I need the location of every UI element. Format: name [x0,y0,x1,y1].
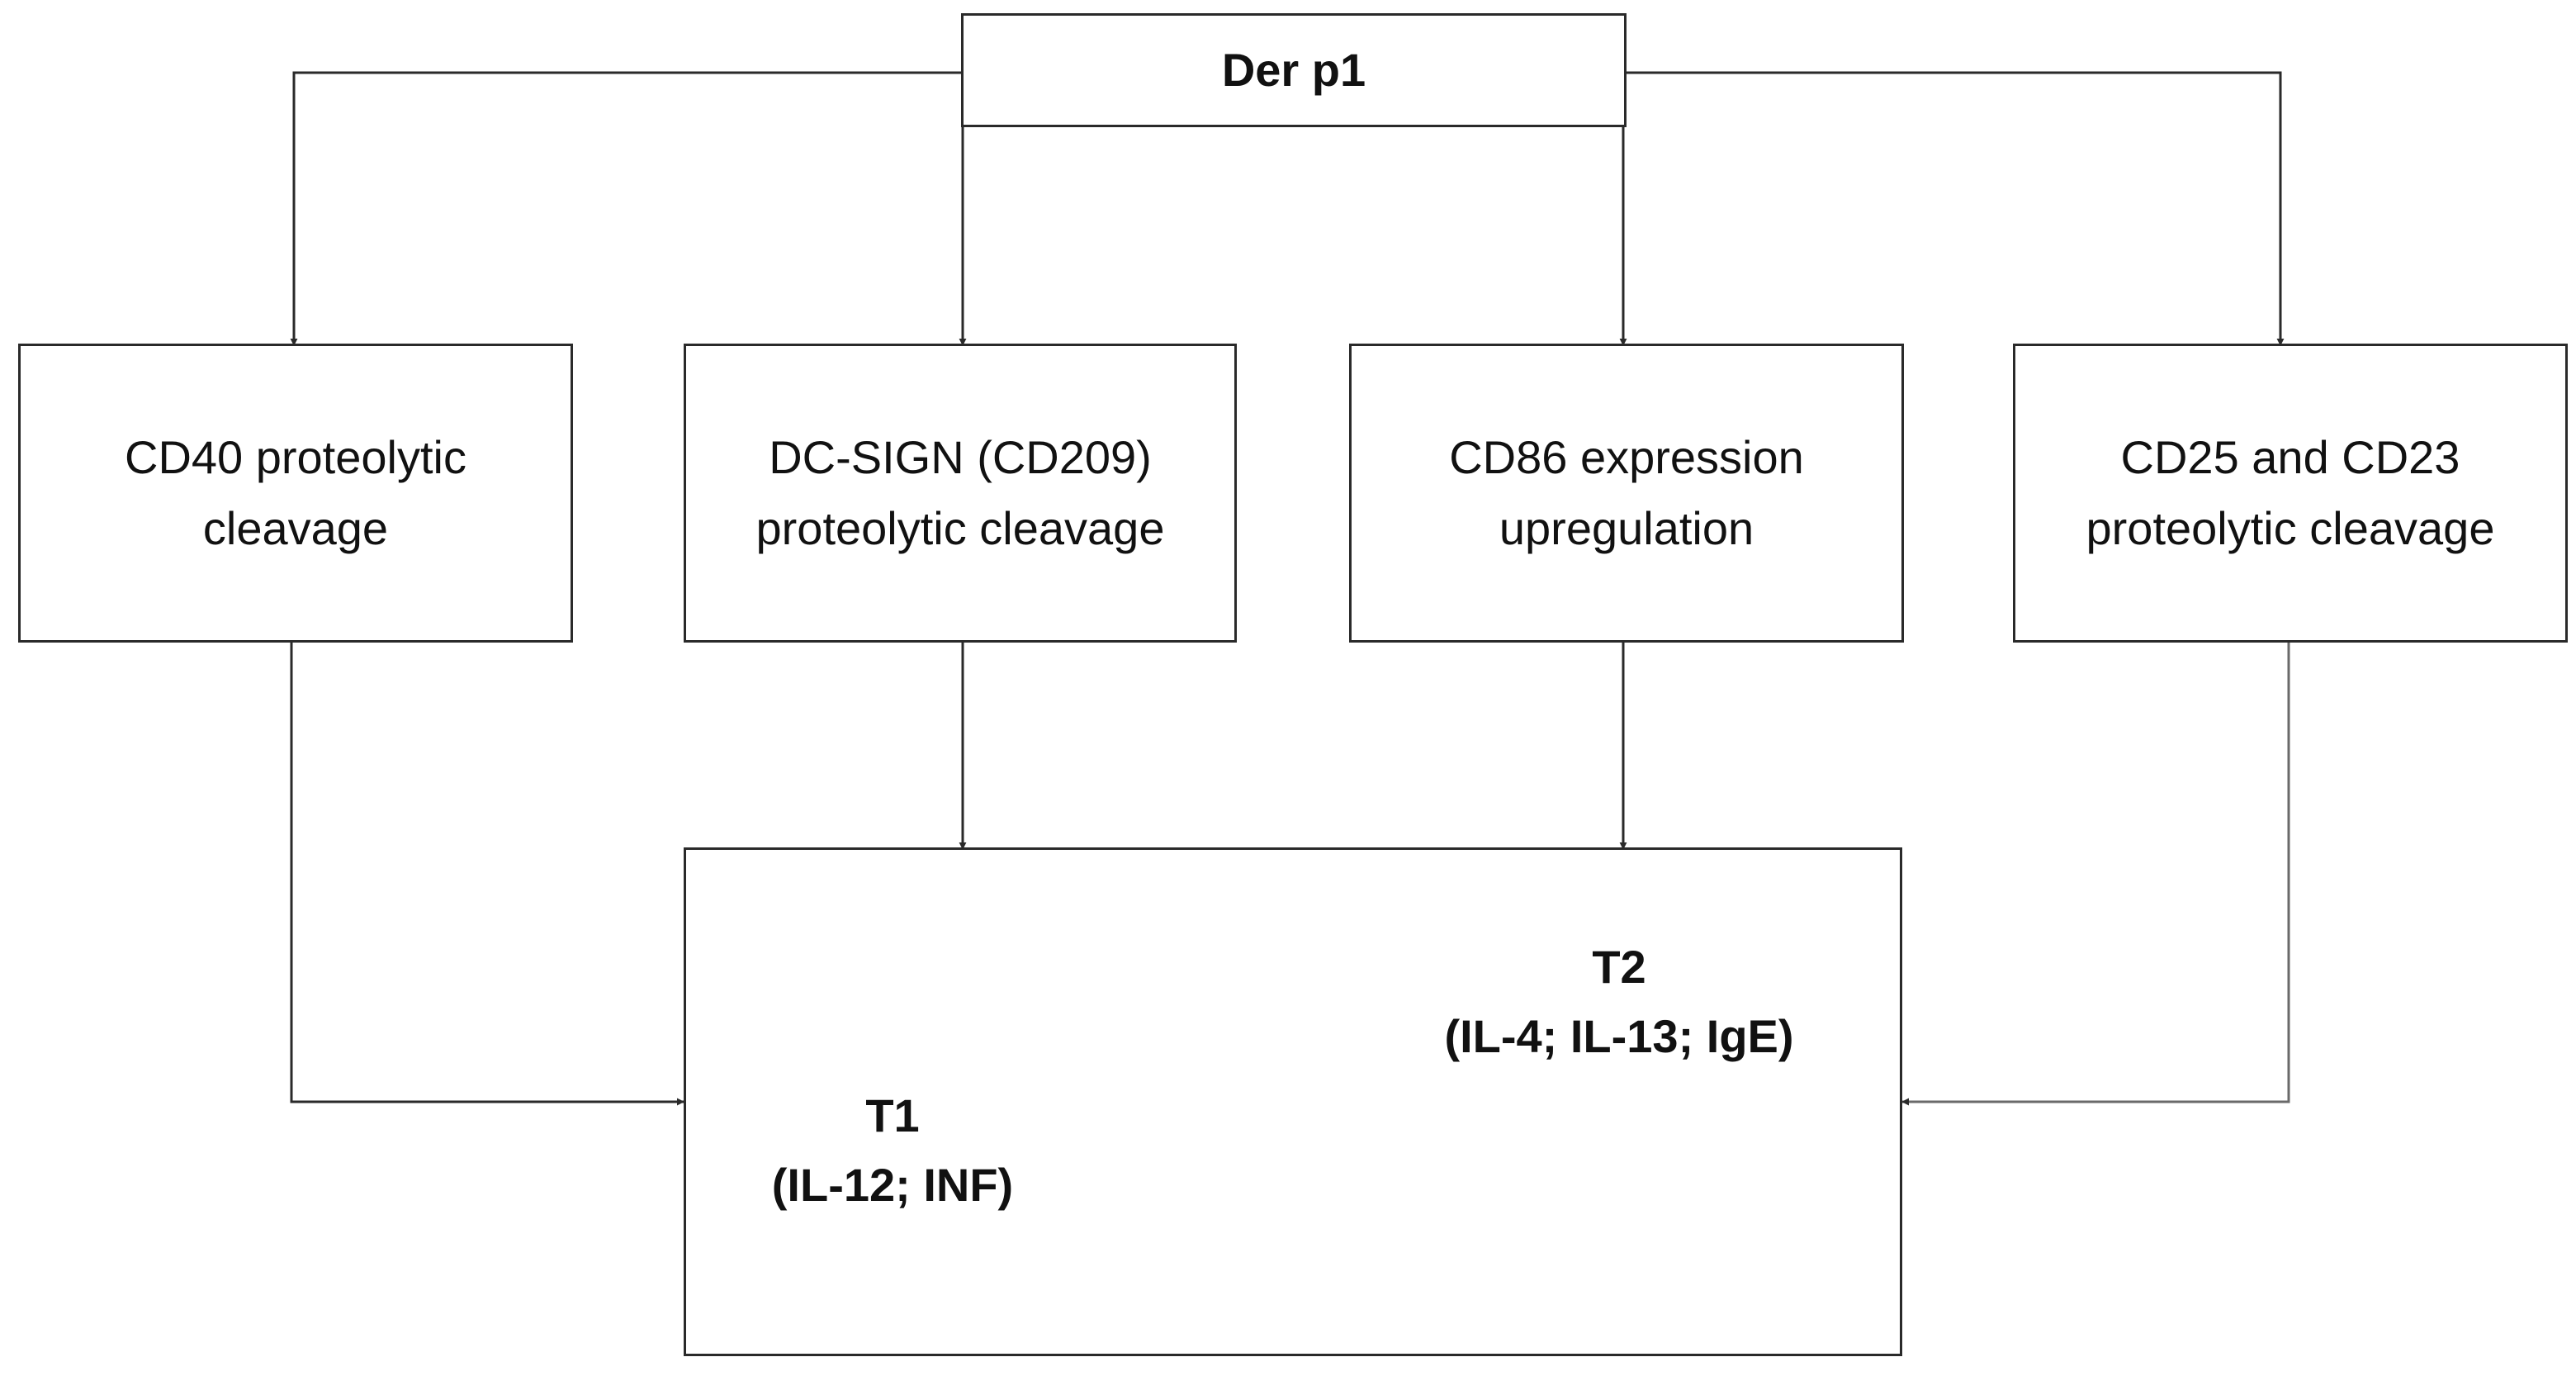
cd25-cd23-cleavage-box: CD25 and CD23 proteolytic cleavage [2013,344,2568,643]
arrow-source-to-cd40 [290,71,963,346]
cd40-cleavage-text: CD40 proteolytic cleavage [21,422,571,564]
cd25-cd23-line-2: proteolytic cleavage [2086,502,2495,554]
der-p1-box: Der p1 [961,13,1627,127]
der-p1-label: Der p1 [1221,44,1366,96]
cd25-cd23-cleavage-text: CD25 and CD23 proteolytic cleavage [2015,422,2565,564]
t1-title: T1 [865,1089,920,1141]
cd40-line-2: cleavage [202,502,389,554]
t1-t2-balance-box: T1 (IL-12; INF) T2 (IL-4; IL-13; IgE) [684,847,1902,1356]
cd86-upregulation-text: CD86 expression upregulation [1352,422,1901,564]
arrow-cd40-to-outcome [290,641,684,1106]
dc-sign-line-1: DC-SIGN (CD209) [769,431,1152,483]
dc-sign-cleavage-text: DC-SIGN (CD209) proteolytic cleavage [686,422,1234,564]
t2-title: T2 [1592,941,1646,993]
t1-detail: (IL-12; INF) [771,1159,1014,1211]
dc-sign-line-2: proteolytic cleavage [755,502,1165,554]
arrow-source-to-cd25-cd23 [1623,71,2285,346]
t2-detail: (IL-4; IL-13; IgE) [1444,1010,1794,1062]
cd40-line-1: CD40 proteolytic [125,431,466,483]
dc-sign-cleavage-box: DC-SIGN (CD209) proteolytic cleavage [684,344,1237,643]
cd86-line-1: CD86 expression [1449,431,1804,483]
t1-label: T1 (IL-12; INF) [736,1081,1049,1220]
t2-label: T2 (IL-4; IL-13; IgE) [1413,932,1825,1071]
cd25-cd23-line-1: CD25 and CD23 [2120,431,2460,483]
cd40-cleavage-box: CD40 proteolytic cleavage [18,344,573,643]
cd86-upregulation-box: CD86 expression upregulation [1349,344,1904,643]
arrow-cd25-cd23-to-outcome [1901,641,2290,1106]
cd86-line-2: upregulation [1499,502,1754,554]
